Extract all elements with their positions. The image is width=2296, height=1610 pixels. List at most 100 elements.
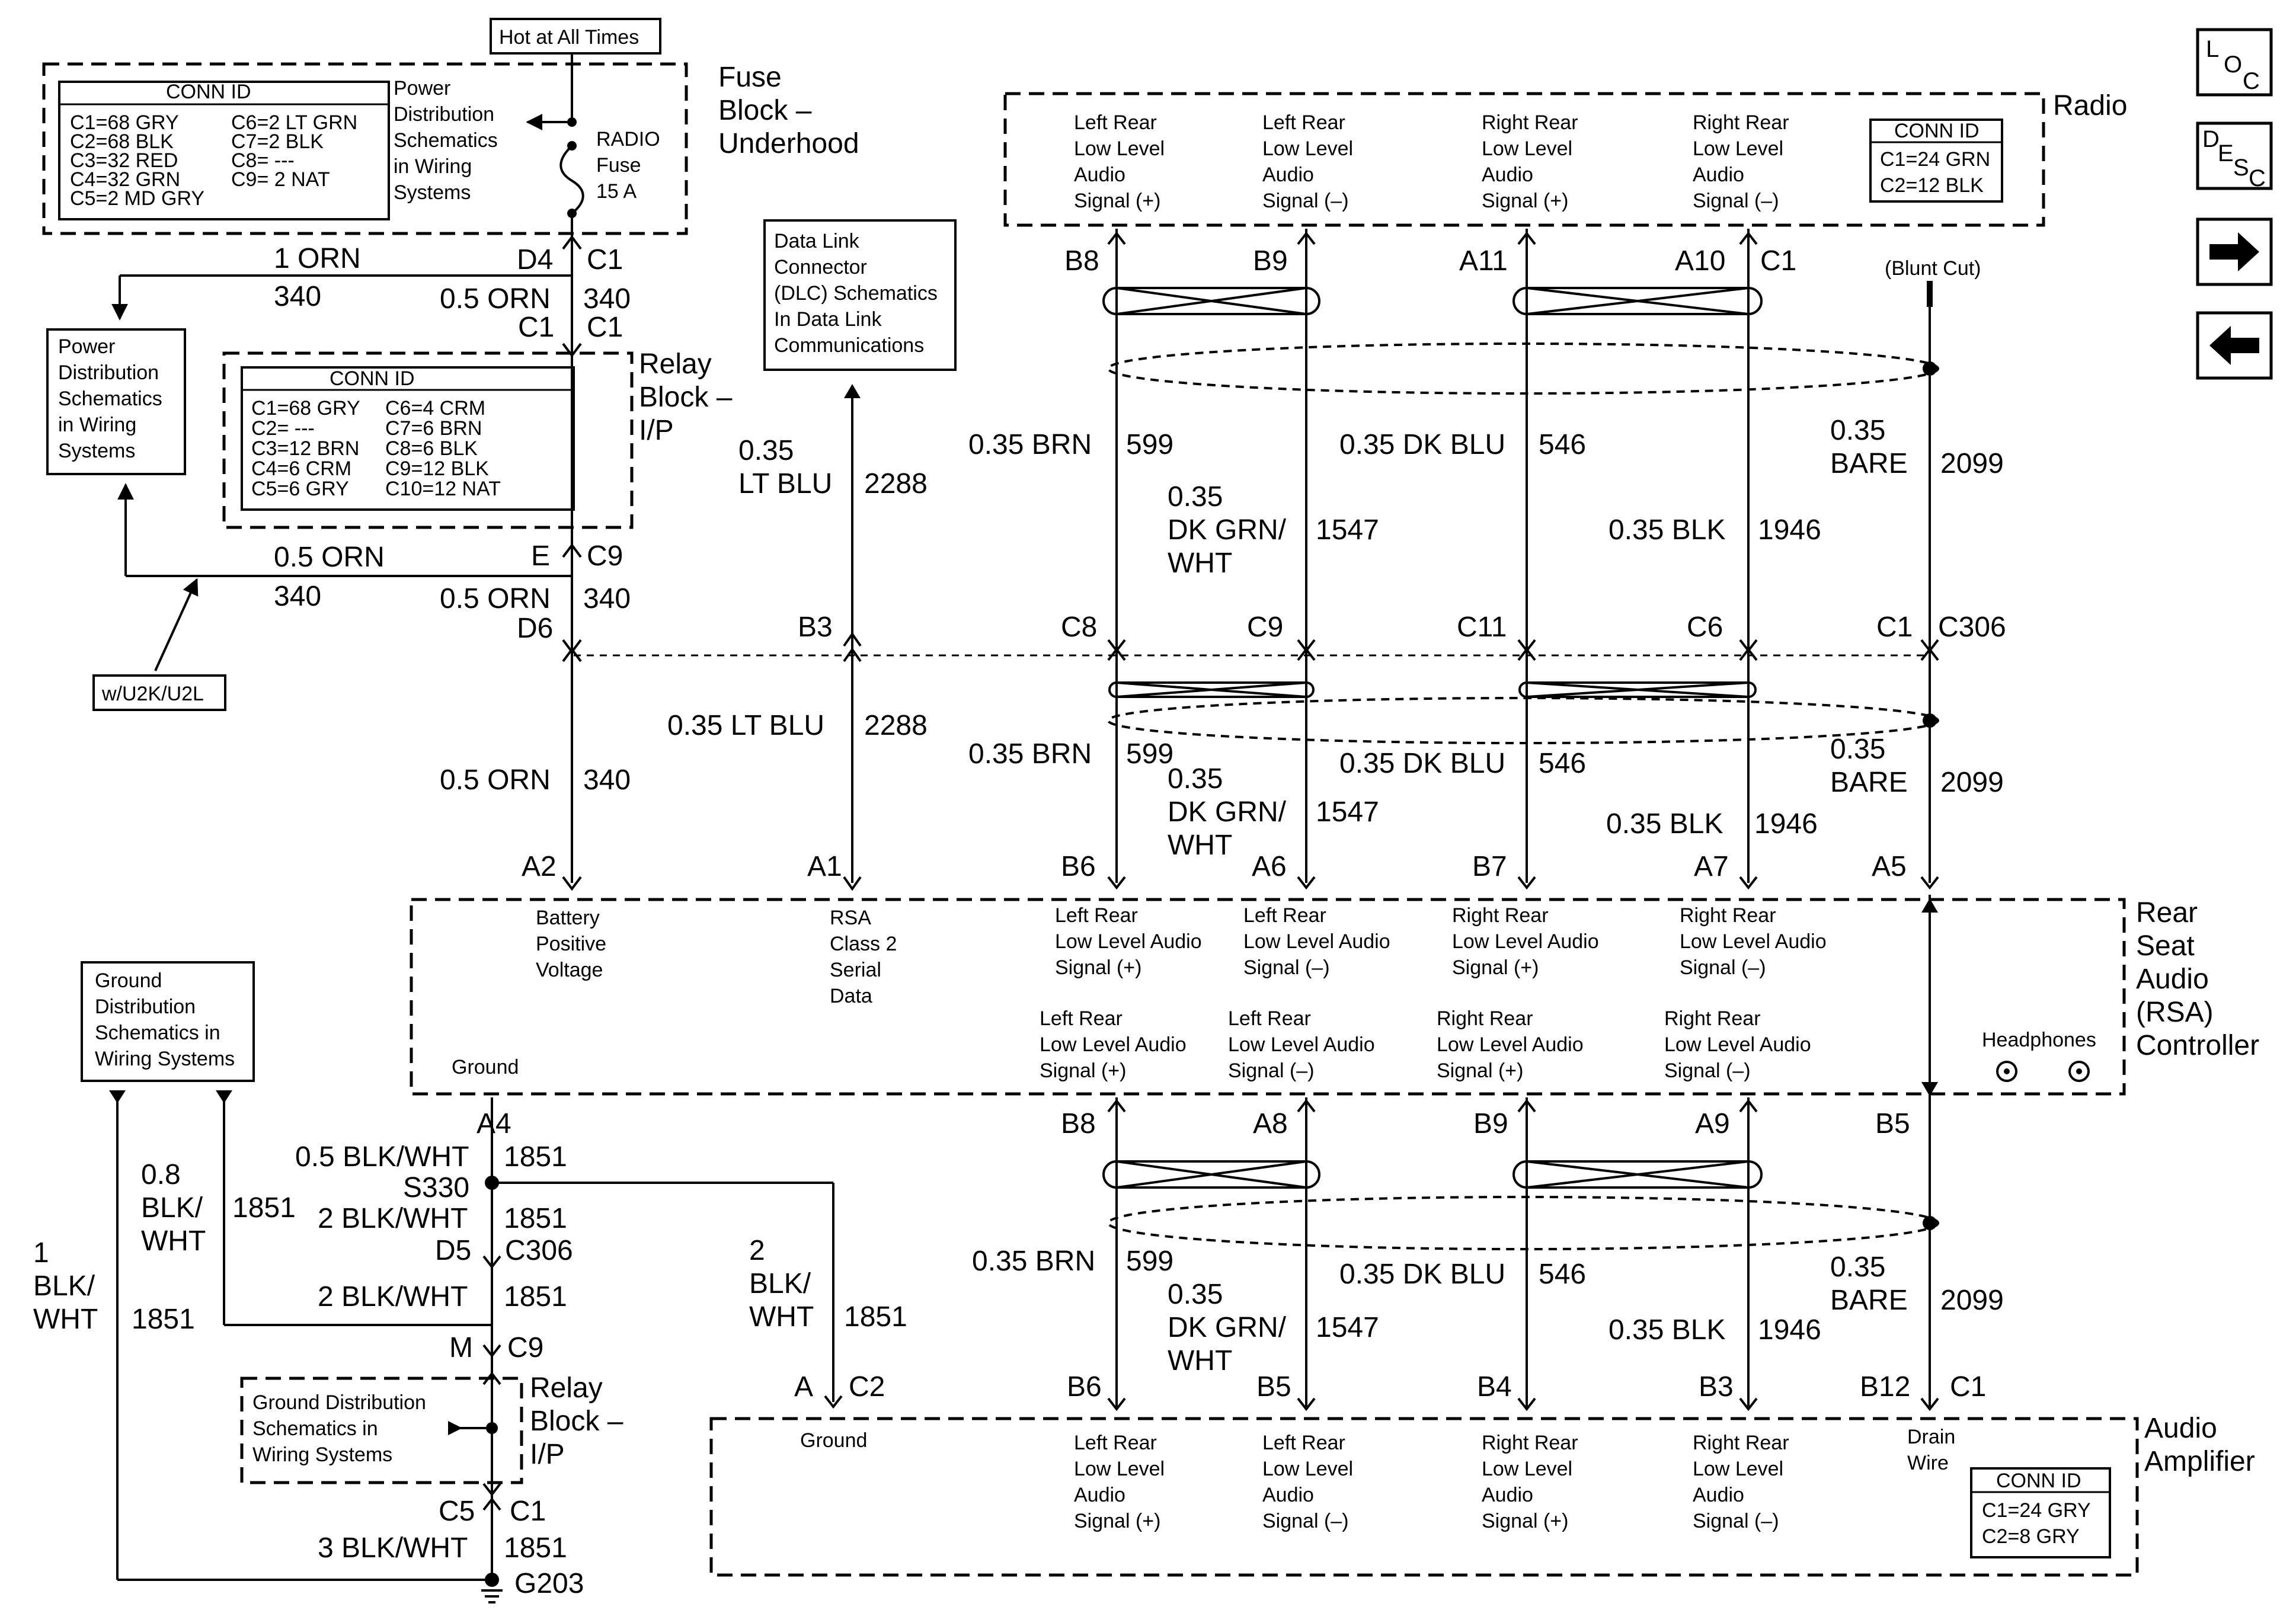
rsa-controller: Battery Positive Voltage RSA Class 2 Ser… bbox=[410, 897, 2259, 1096]
previous-page-button[interactable] bbox=[2196, 311, 2273, 380]
conn-a6: A6 bbox=[1252, 851, 1287, 882]
svg-text:Signal (+): Signal (+) bbox=[1074, 1510, 1160, 1532]
svg-text:Drain: Drain bbox=[1907, 1426, 1955, 1448]
description-button[interactable]: D E S C bbox=[2196, 121, 2273, 191]
arrow-left-icon bbox=[2209, 326, 2259, 365]
wire-2099-label-3: 2099 bbox=[1940, 1285, 2004, 1316]
conn-a1: A1 bbox=[807, 851, 842, 882]
wire-2099-label-2: 2099 bbox=[1940, 767, 2004, 798]
wire-blkwht-08-label-c: WHT bbox=[141, 1225, 206, 1257]
svg-text:Signal (+): Signal (+) bbox=[1055, 956, 1141, 979]
wire-1851-label-2: 1851 bbox=[504, 1203, 567, 1234]
svg-text:Audio: Audio bbox=[1074, 164, 1125, 186]
svg-text:Distribution: Distribution bbox=[95, 996, 196, 1018]
wire-brn-label-3: 0.35 BRN bbox=[972, 1246, 1095, 1277]
svg-text:Power: Power bbox=[394, 77, 450, 100]
wire-blk-label-1: 0.35 BLK bbox=[1609, 514, 1725, 546]
svg-text:Audio: Audio bbox=[1262, 164, 1314, 186]
wire-1851-label-5: 1851 bbox=[132, 1304, 195, 1335]
svg-text:Relay: Relay bbox=[639, 348, 712, 380]
svg-text:Ground Distribution: Ground Distribution bbox=[252, 1391, 426, 1414]
svg-text:Signal (–): Signal (–) bbox=[1262, 1510, 1349, 1532]
wire-dkgrn-label-1c: WHT bbox=[1168, 548, 1232, 579]
ground-wires bbox=[109, 1090, 843, 1581]
svg-text:Low Level Audio: Low Level Audio bbox=[1228, 1033, 1375, 1056]
svg-text:Low Level: Low Level bbox=[1262, 137, 1353, 160]
svg-text:Left Rear: Left Rear bbox=[1040, 1007, 1123, 1030]
svg-text:S: S bbox=[2233, 155, 2249, 181]
svg-text:Power: Power bbox=[58, 335, 115, 358]
next-page-button[interactable] bbox=[2196, 217, 2273, 286]
wire-blk-label-2: 0.35 BLK bbox=[1606, 808, 1723, 840]
headphone-jack-icon bbox=[1996, 1061, 2090, 1082]
svg-text:Signal (+): Signal (+) bbox=[1482, 190, 1568, 212]
wire-bare-label-2a: 0.35 bbox=[1830, 734, 1885, 765]
svg-text:C6=4 CRM: C6=4 CRM bbox=[385, 397, 485, 420]
svg-text:Ground: Ground bbox=[800, 1429, 867, 1452]
svg-text:C5=2 MD GRY: C5=2 MD GRY bbox=[70, 187, 204, 210]
wire-blkwht-08-label-a: 0.8 bbox=[141, 1159, 181, 1190]
svg-text:C9=12 BLK: C9=12 BLK bbox=[385, 457, 489, 480]
arrow-right-icon bbox=[2209, 232, 2259, 271]
svg-text:Ground: Ground bbox=[452, 1056, 519, 1078]
svg-text:Audio: Audio bbox=[1693, 1484, 1744, 1506]
wire-bare-label-3a: 0.35 bbox=[1830, 1251, 1885, 1283]
wire-brn-label-2: 0.35 BRN bbox=[968, 738, 1092, 770]
svg-text:C4=32 GRN: C4=32 GRN bbox=[70, 168, 180, 191]
svg-text:Battery: Battery bbox=[536, 907, 600, 929]
wire-05-orn-label-4: 0.5 ORN bbox=[440, 764, 551, 796]
svg-text:Low Level: Low Level bbox=[1482, 137, 1572, 160]
wire-1-orn-label: 1 ORN bbox=[274, 243, 361, 274]
conn-a8: A8 bbox=[1253, 1108, 1288, 1140]
svg-text:Underhood: Underhood bbox=[718, 128, 859, 159]
wire-546-label-3: 546 bbox=[1539, 1259, 1586, 1290]
svg-text:Headphones: Headphones bbox=[1982, 1029, 2096, 1051]
svg-text:Low Level Audio: Low Level Audio bbox=[1664, 1033, 1811, 1056]
svg-text:O: O bbox=[2224, 52, 2242, 78]
svg-text:Amplifier: Amplifier bbox=[2144, 1446, 2255, 1477]
svg-text:Wiring Systems: Wiring Systems bbox=[252, 1443, 392, 1466]
wire-dkgrn-label-2b: DK GRN/ bbox=[1168, 796, 1287, 828]
svg-text:C4=6 CRM: C4=6 CRM bbox=[251, 457, 351, 480]
wire-lt-blu-label-1b: LT BLU bbox=[738, 468, 832, 500]
radio-component: Left Rear Low Level Audio Signal (+) Lef… bbox=[1003, 90, 2127, 227]
conn-c1-relay-left: C1 bbox=[518, 312, 554, 343]
svg-text:C3=32 RED: C3=32 RED bbox=[70, 149, 178, 172]
svg-text:C1=68 GRY: C1=68 GRY bbox=[251, 397, 360, 420]
svg-text:RSA: RSA bbox=[830, 907, 871, 929]
conn-c1-radio: C1 bbox=[1760, 245, 1796, 277]
svg-text:In Data Link: In Data Link bbox=[774, 308, 882, 331]
svg-text:Right Rear: Right Rear bbox=[1452, 904, 1549, 927]
svg-text:Data Link: Data Link bbox=[774, 230, 860, 252]
conn-c5: C5 bbox=[439, 1496, 475, 1527]
wire-blkwht-1-label-a: 1 bbox=[33, 1237, 49, 1269]
wire-dkgrn-label-3c: WHT bbox=[1168, 1345, 1232, 1377]
conn-a-amp: A bbox=[794, 1371, 813, 1403]
svg-text:Audio: Audio bbox=[1693, 164, 1744, 186]
conn-c1-c306: C1 bbox=[1876, 612, 1913, 643]
conn-a5: A5 bbox=[1872, 851, 1907, 882]
wire-1946-label-3: 1946 bbox=[1758, 1314, 1821, 1346]
svg-text:C: C bbox=[2249, 165, 2266, 191]
conn-d6: D6 bbox=[517, 613, 553, 644]
svg-text:C3=12 BRN: C3=12 BRN bbox=[251, 437, 359, 460]
svg-text:Signal (+): Signal (+) bbox=[1074, 190, 1160, 212]
svg-text:Fuse: Fuse bbox=[718, 62, 782, 93]
wire-546-label-2: 546 bbox=[1539, 748, 1586, 779]
wire-340-orn bbox=[562, 213, 582, 891]
wire-blkwht-05-label: 0.5 BLK/WHT bbox=[295, 1141, 469, 1173]
svg-text:Low Level: Low Level bbox=[1262, 1458, 1353, 1480]
lower-signal-wires bbox=[1102, 1097, 1939, 1411]
svg-text:Right Rear: Right Rear bbox=[1693, 111, 1789, 134]
svg-text:Audio: Audio bbox=[1482, 164, 1533, 186]
svg-text:Communications: Communications bbox=[774, 334, 924, 357]
wire-blkwht-2v-label-b: BLK/ bbox=[749, 1268, 811, 1299]
svg-text:CONN ID: CONN ID bbox=[330, 367, 415, 390]
wire-dkgrn-label-3a: 0.35 bbox=[1168, 1279, 1223, 1310]
wire-dkblu-label-2: 0.35 DK BLU bbox=[1339, 748, 1505, 779]
wire-599-label-1: 599 bbox=[1126, 429, 1173, 460]
svg-text:C10=12 NAT: C10=12 NAT bbox=[385, 478, 501, 500]
svg-text:Low Level: Low Level bbox=[1693, 137, 1783, 160]
location-button[interactable]: L O C bbox=[2196, 28, 2273, 97]
wire-340-label-1: 340 bbox=[274, 281, 321, 312]
